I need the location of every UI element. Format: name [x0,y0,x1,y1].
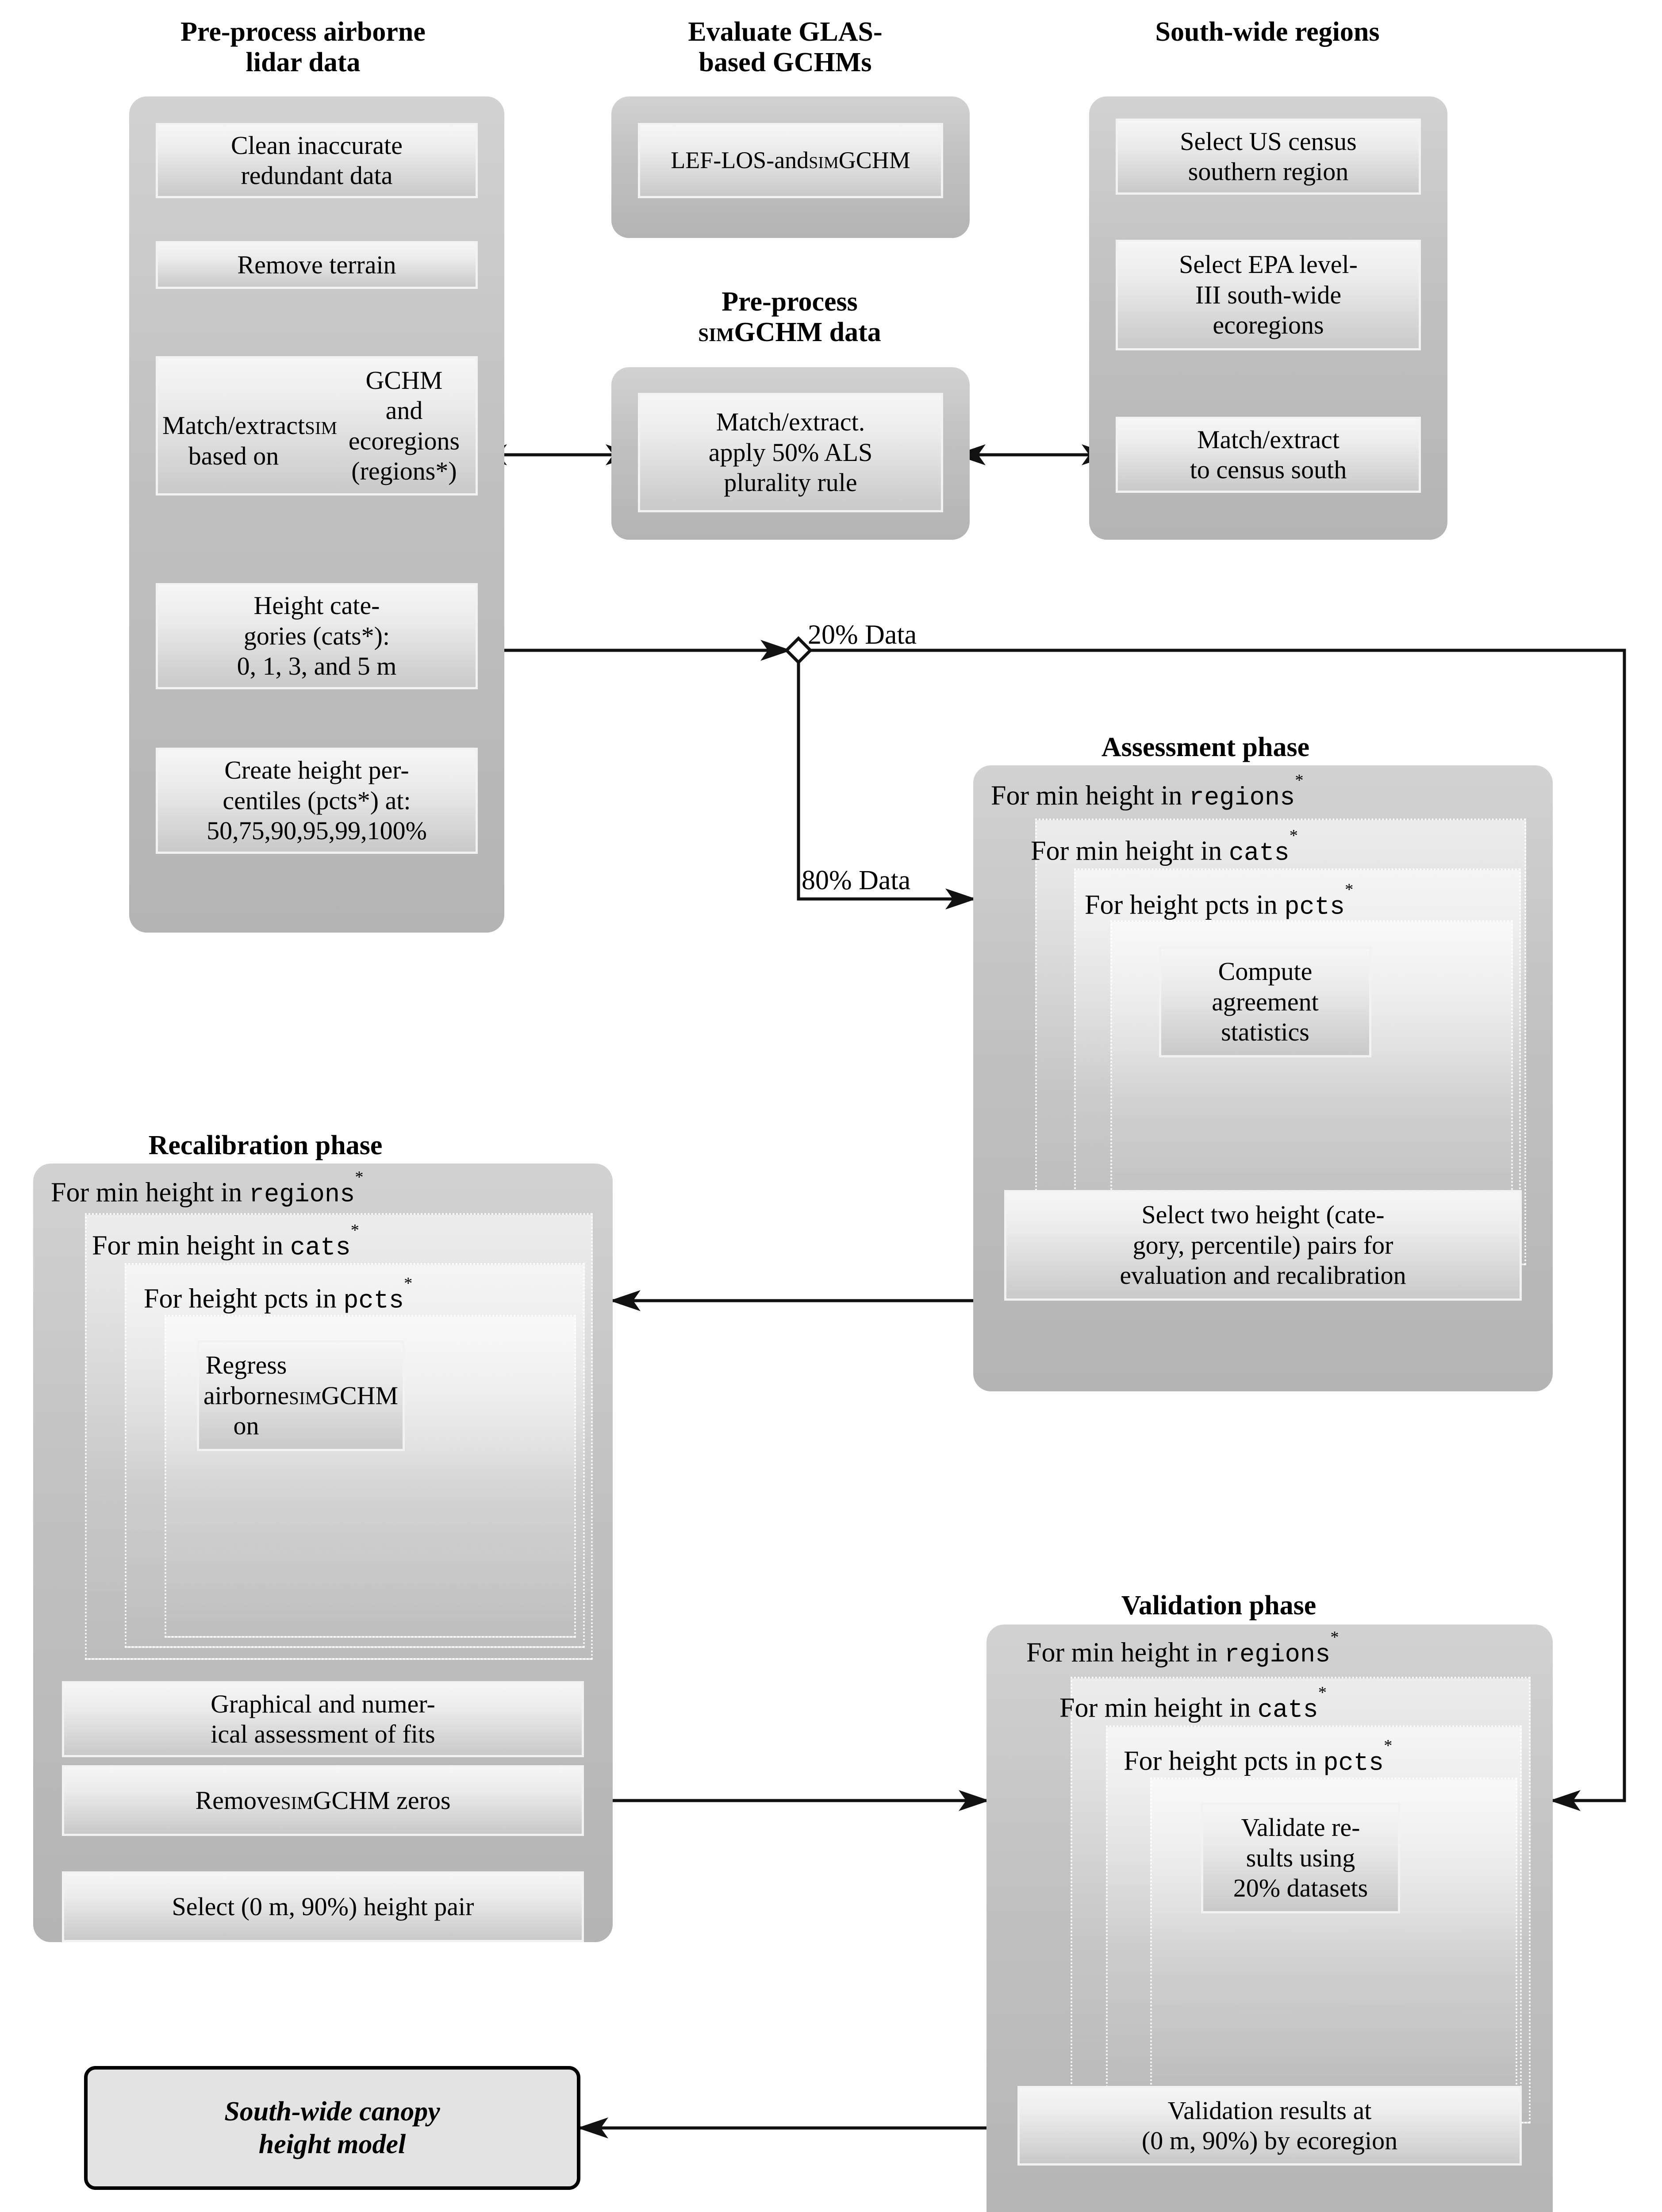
step-select-epa-level-iii-ecoregions[interactable]: Select EPA level- III south-wide ecoregi… [1116,240,1421,350]
validation-loop-label-pcts: For height pcts in pcts* [1124,1736,1393,1778]
step-create-height-percentiles[interactable]: Create height per- centiles (pcts*) at: … [156,748,478,854]
group-caption-evaluate-glas: Evaluate GLAS- based GCHMs [688,17,883,78]
group-caption-recalibration-phase: Recalibration phase [148,1130,383,1160]
step-select-us-census-southern-region[interactable]: Select US census southern region [1116,119,1421,195]
group-caption-validation-phase: Validation phase [1121,1590,1317,1621]
step-height-categories[interactable]: Height cate- gories (cats*): 0, 1, 3, an… [156,583,478,689]
edge-label-20-percent: 20% Data [808,620,917,650]
step-select-0m-90pct-height-pair[interactable]: Select (0 m, 90%) height pair [62,1871,584,1942]
step-select-two-height-pairs[interactable]: Select two height (cate- gory, percentil… [1004,1190,1522,1301]
step-match-extract-census-south[interactable]: Match/extract to census south [1116,417,1421,493]
assessment-loop-label-pcts: For height pcts in pcts* [1085,880,1354,922]
recalibration-loop-label-regions: For min height in regions* [51,1167,364,1210]
step-validate-results-20pct-datasets[interactable]: Validate re- sults using 20% datasets [1201,1803,1400,1913]
step-graphical-numerical-assessment-of-fits[interactable]: Graphical and numer- ical assessment of … [62,1681,584,1757]
step-remove-terrain[interactable]: Remove terrain [156,241,478,289]
assessment-loop-label-regions: For min height in regions* [991,771,1304,813]
step-compute-agreement-statistics[interactable]: Compute agreement statistics [1159,947,1371,1057]
validation-loop-label-cats: For min height in cats* [1059,1683,1327,1725]
step-clean-inaccurate-redundant-data[interactable]: Clean inaccurate redundant data [156,123,478,198]
recalibration-loop-label-cats: For min height in cats* [92,1221,359,1263]
group-caption-southwide-regions: South-wide regions [1155,17,1380,47]
group-caption-assessment-phase: Assessment phase [1101,732,1310,762]
recalibration-loop-label-pcts: For height pcts in pcts* [144,1274,413,1316]
validation-loop-label-regions: For min height in regions* [1026,1628,1339,1670]
assessment-loop-label-cats: For min height in cats* [1031,826,1298,868]
final-output-south-wide-canopy-height-model[interactable]: South-wide canopy height model [84,2066,580,2190]
group-caption-preprocess-lidar: Pre-process airborne lidar data [180,17,426,78]
step-match-extract-50pct-als-plurality[interactable]: Match/extract. apply 50% ALS plurality r… [638,393,943,512]
step-validation-results-by-ecoregion[interactable]: Validation results at (0 m, 90%) by ecor… [1017,2086,1522,2166]
edge-label-80-percent: 80% Data [802,865,911,895]
